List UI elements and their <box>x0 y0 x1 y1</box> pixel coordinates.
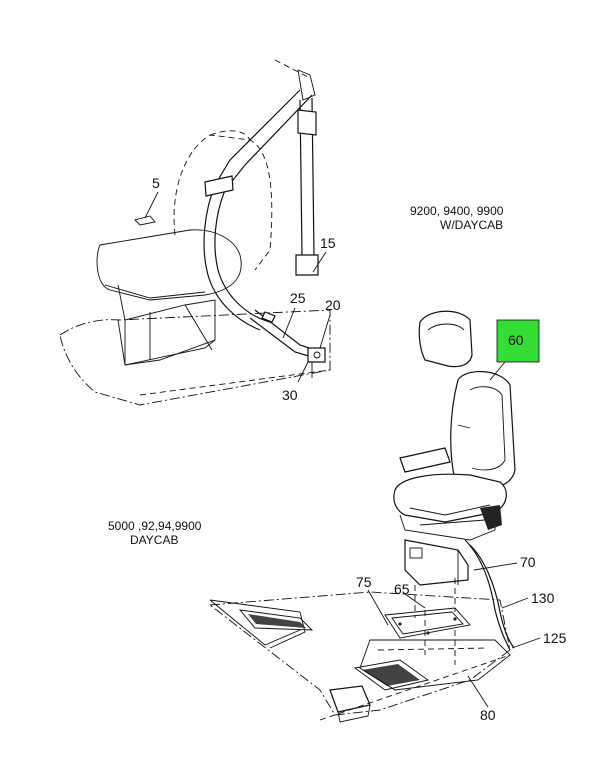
caption-upper-right-line1: 9200, 9400, 9900 <box>410 204 504 218</box>
callout-65: 65 <box>394 581 410 597</box>
callout-80: 80 <box>480 707 496 723</box>
ribbed-step-lower <box>353 659 430 691</box>
caption-lower-left-line2: DAYCAB <box>130 533 178 547</box>
captions: 9200, 9400, 9900 W/DAYCAB 5000 ,92,94,99… <box>108 204 504 547</box>
lower-seat-assembly <box>208 310 516 723</box>
callout-5: 5 <box>152 175 160 191</box>
callout-130: 130 <box>531 590 555 606</box>
callout-60[interactable]: 60 <box>508 332 524 348</box>
callout-70: 70 <box>520 554 536 570</box>
callout-20: 20 <box>325 297 341 313</box>
caption-lower-left-line1: 5000 ,92,94,9900 <box>108 519 202 533</box>
callouts: 5 15 25 20 30 60 70 75 65 130 125 80 <box>144 175 567 723</box>
callout-15: 15 <box>320 235 336 251</box>
callout-25: 25 <box>290 290 306 306</box>
upper-seat-assembly <box>59 59 331 406</box>
ribbed-step-upper <box>238 609 314 631</box>
callout-75: 75 <box>356 574 372 590</box>
callout-125: 125 <box>543 630 567 646</box>
caption-upper-right-line2: W/DAYCAB <box>440 218 503 232</box>
callout-30: 30 <box>282 387 298 403</box>
callout-60-highlight[interactable] <box>496 319 540 363</box>
